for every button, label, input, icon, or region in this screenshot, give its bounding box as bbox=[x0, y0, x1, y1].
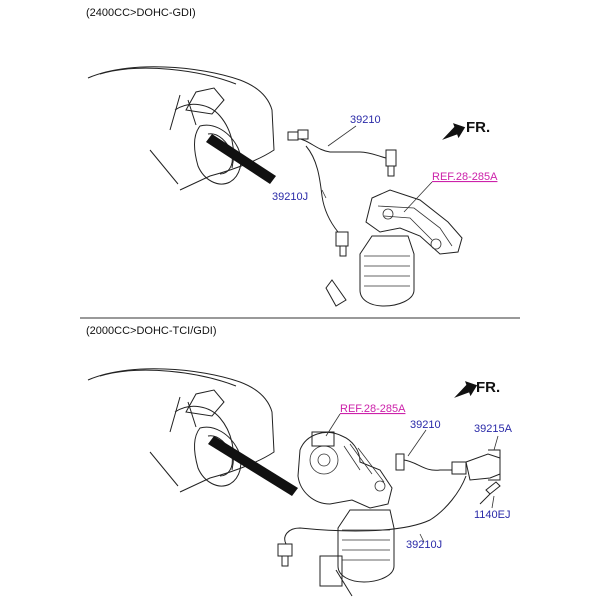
section-title: (2000CC>DOHC-TCI/GDI) bbox=[86, 325, 217, 337]
part-label-39210: 39210 bbox=[350, 114, 381, 126]
front-direction-arrow: FR. bbox=[442, 119, 490, 140]
leader-ref bbox=[403, 181, 433, 213]
oxygen-sensor-39210 bbox=[287, 129, 397, 177]
front-direction-arrow: FR. bbox=[454, 379, 500, 398]
part-label-39215a: 39215A bbox=[474, 423, 513, 435]
section-2000cc: (2000CC>DOHC-TCI/GDI) bbox=[86, 325, 513, 597]
section-2400cc: (2400CC>DOHC-GDI) bbox=[86, 7, 498, 307]
leader-1140ej bbox=[491, 495, 495, 509]
car-illustration bbox=[87, 368, 275, 493]
oxygen-sensor-39210 bbox=[395, 453, 467, 475]
direction-label: FR. bbox=[466, 119, 490, 136]
part-label-1140ej: 1140EJ bbox=[474, 509, 511, 521]
bracket-39215a bbox=[465, 449, 501, 481]
leader-39210j bbox=[419, 533, 425, 543]
oxygen-sensor-39210j bbox=[305, 145, 349, 257]
section-title: (2400CC>DOHC-GDI) bbox=[86, 7, 196, 19]
ref-label: REF.28-285A bbox=[432, 171, 498, 183]
leader-39210 bbox=[407, 429, 427, 457]
direction-label: FR. bbox=[476, 379, 500, 396]
leader-39215a bbox=[493, 435, 499, 451]
turbo-manifold bbox=[297, 431, 395, 597]
oxygen-sensor-39210j bbox=[277, 475, 467, 567]
leader-39210 bbox=[327, 125, 357, 147]
exhaust-manifold bbox=[325, 189, 463, 307]
leader-39210j bbox=[321, 189, 327, 199]
ref-label: REF.28-285A bbox=[340, 403, 406, 415]
pointer-band bbox=[208, 436, 298, 496]
bolt-1140ej bbox=[479, 481, 501, 505]
part-label-39210: 39210 bbox=[410, 419, 441, 431]
part-label-39210j: 39210J bbox=[406, 539, 442, 551]
part-label-39210j: 39210J bbox=[272, 191, 308, 203]
leader-ref bbox=[325, 413, 341, 437]
car-illustration bbox=[87, 66, 275, 191]
pointer-band bbox=[206, 134, 276, 184]
